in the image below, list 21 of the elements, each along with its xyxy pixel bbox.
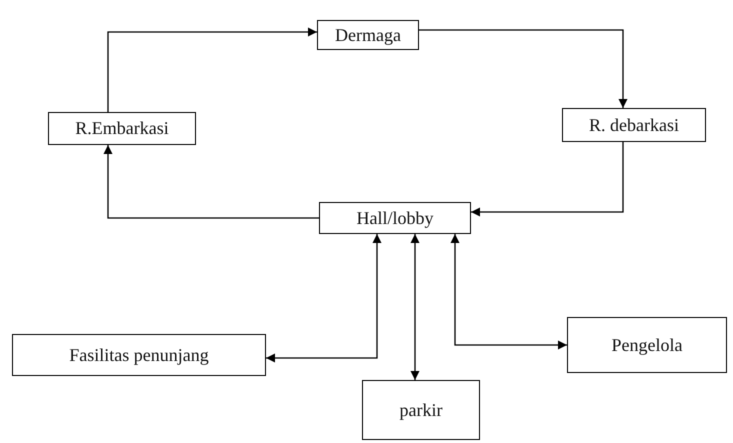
process-box: [319, 202, 471, 234]
process-box: [362, 380, 480, 440]
box-label: parkir: [400, 400, 442, 420]
box-label: Pengelola: [612, 334, 682, 356]
arrow: [450, 234, 567, 350]
arrow: [419, 29, 628, 108]
arrow: [266, 234, 382, 362]
box-label: Dermaga: [335, 24, 401, 46]
box-label: Hall/lobby: [356, 208, 434, 228]
process-box: [562, 108, 706, 142]
arrow: [104, 145, 319, 219]
box-label: Fasilitas penunjang: [69, 344, 209, 366]
process-box: [48, 112, 196, 145]
arrow: [471, 142, 624, 216]
process-box: [12, 334, 266, 376]
arrow: [410, 234, 420, 380]
box-label: R.Embarkasi: [75, 118, 169, 139]
process-box: [567, 317, 727, 373]
box-label: R. debarkasi: [589, 114, 679, 136]
process-box: [317, 20, 419, 50]
arrow: [107, 28, 317, 112]
